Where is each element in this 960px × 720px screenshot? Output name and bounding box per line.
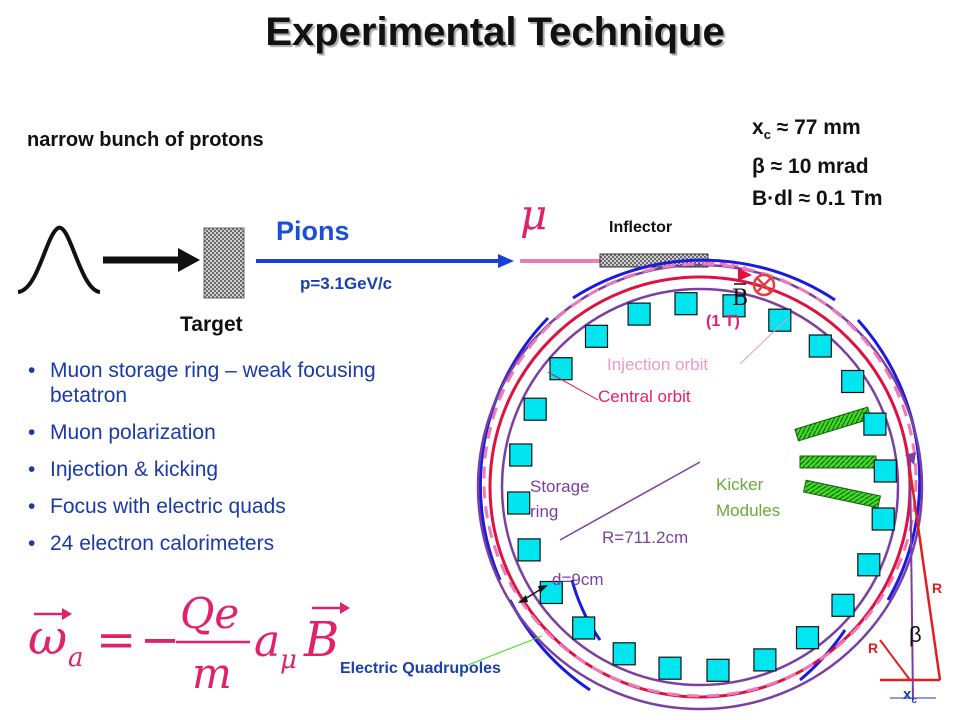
field-symbol: B <box>732 286 748 311</box>
calorimeter-block <box>706 658 730 682</box>
calorimeter-block <box>612 642 636 666</box>
injection-pointer <box>739 317 789 365</box>
calorimeter-block <box>873 459 897 483</box>
radius-line <box>559 461 701 541</box>
calorimeter-block <box>507 491 531 515</box>
calorimeter-block <box>857 553 881 577</box>
param-xc: xc ≈ 77 mm <box>752 116 861 143</box>
svg-text:B: B <box>303 612 339 668</box>
outer-quad-arc <box>856 318 922 601</box>
kick-diagonal <box>879 639 911 681</box>
list-item: Focus with electric quads <box>22 494 390 519</box>
calorimeter-block <box>863 412 887 436</box>
muon-symbol: μ <box>520 190 548 239</box>
calorimeter-block <box>509 443 533 467</box>
svg-text:μ: μ <box>280 645 297 675</box>
svg-text:Qe: Qe <box>180 589 239 638</box>
calorimeter-block <box>768 308 792 332</box>
calorimeter-block <box>549 357 573 381</box>
quad-pointer <box>467 635 543 666</box>
svg-text:ω: ω <box>28 610 67 666</box>
calorimeter-block <box>674 292 698 316</box>
proton-bunch-label: narrow bunch of protons <box>27 129 264 151</box>
inner-quad-arc <box>570 579 602 641</box>
inflector-exit <box>707 259 747 270</box>
calorimeter-block <box>795 626 820 650</box>
svg-text:−: − <box>140 612 180 668</box>
svg-text:a: a <box>254 616 280 667</box>
storage-ring-label: Storage ring <box>530 477 590 521</box>
target-label: Target <box>180 313 243 336</box>
storage-ring-diagram: B <box>467 258 924 711</box>
storage-ring-inner <box>500 287 900 687</box>
list-item: 24 electron calorimeters <box>22 531 390 556</box>
outer-quad-arc <box>478 316 550 581</box>
aperture-label: d=9cm <box>552 570 604 589</box>
radius-label: R=711.2cm <box>602 528 689 547</box>
pion-arrow-head <box>498 254 514 268</box>
r-line-blue <box>909 454 914 701</box>
calorimeter-block <box>658 656 682 680</box>
calorimeter-block <box>871 507 895 531</box>
calorimeter-block <box>517 538 541 562</box>
storage-ring-outer <box>476 263 924 711</box>
calorimeter-block <box>722 294 746 318</box>
calorimeter-block <box>831 593 855 617</box>
xc-label: xc <box>903 686 917 706</box>
inflector-label: Inflector <box>609 219 673 236</box>
proton-arrow-head <box>178 248 200 272</box>
calorimeter-block <box>753 648 777 672</box>
field-into-page-icon <box>752 273 776 297</box>
svg-text:=: = <box>96 612 136 668</box>
outer-quad-arc <box>572 258 836 302</box>
target-block <box>203 227 245 299</box>
svg-text:a: a <box>68 643 84 673</box>
feature-list: Muon storage ring – weak focusing betatr… <box>22 358 390 568</box>
electric-quadrupoles-label: Electric Quadrupoles <box>340 660 501 677</box>
proton-pulse-icon <box>17 225 101 294</box>
list-item: Muon polarization <box>22 420 390 445</box>
r-line-red <box>908 469 942 681</box>
param-beta: β ≈ 10 mrad <box>752 155 869 179</box>
outer-quad-arc <box>508 599 591 692</box>
calorimeter-block <box>523 397 547 421</box>
precession-formula: ω a = − Qe m a μ B <box>22 586 362 700</box>
svg-text:m: m <box>192 649 232 696</box>
field-strength-note: (1 T) <box>706 313 740 330</box>
calorimeter-block <box>584 324 609 348</box>
pions-label: Pions <box>276 216 350 246</box>
calorimeter-block <box>808 334 832 358</box>
list-item: Muon storage ring – weak focusing betatr… <box>22 358 390 408</box>
central-pointer <box>547 371 599 401</box>
injection-orbit-circle <box>482 262 918 698</box>
beta-angle-label: β <box>909 622 922 647</box>
kick-geometry-diagram <box>879 452 942 701</box>
calorimeter-block <box>627 302 651 326</box>
orbit-direction-arrow <box>738 268 752 281</box>
kick-parameters: xc ≈ 77 mm β ≈ 10 mrad B·dl ≈ 0.1 Tm <box>752 112 883 215</box>
kicker-module <box>799 455 877 469</box>
calorimeter-block <box>841 369 865 394</box>
central-orbit-label: Central orbit <box>598 387 691 406</box>
formula-graphic: ω a = − Qe m a μ B <box>28 589 350 698</box>
radius-r-label: R <box>868 640 879 656</box>
kicker-modules-label: Kicker Modules <box>716 475 781 520</box>
calorimeters <box>507 292 897 682</box>
radius-r-label: R <box>932 580 943 596</box>
list-item: Injection & kicking <box>22 457 390 482</box>
momentum-label: p=3.1GeV/c <box>300 274 393 293</box>
kicker-module <box>802 479 882 509</box>
param-bdl: B·dl ≈ 0.1 Tm <box>752 187 883 211</box>
injection-orbit-label: Injection orbit <box>607 355 709 374</box>
page-title: Experimental Technique <box>265 10 725 54</box>
calorimeter-block <box>572 616 596 640</box>
kicker-module <box>794 406 872 442</box>
